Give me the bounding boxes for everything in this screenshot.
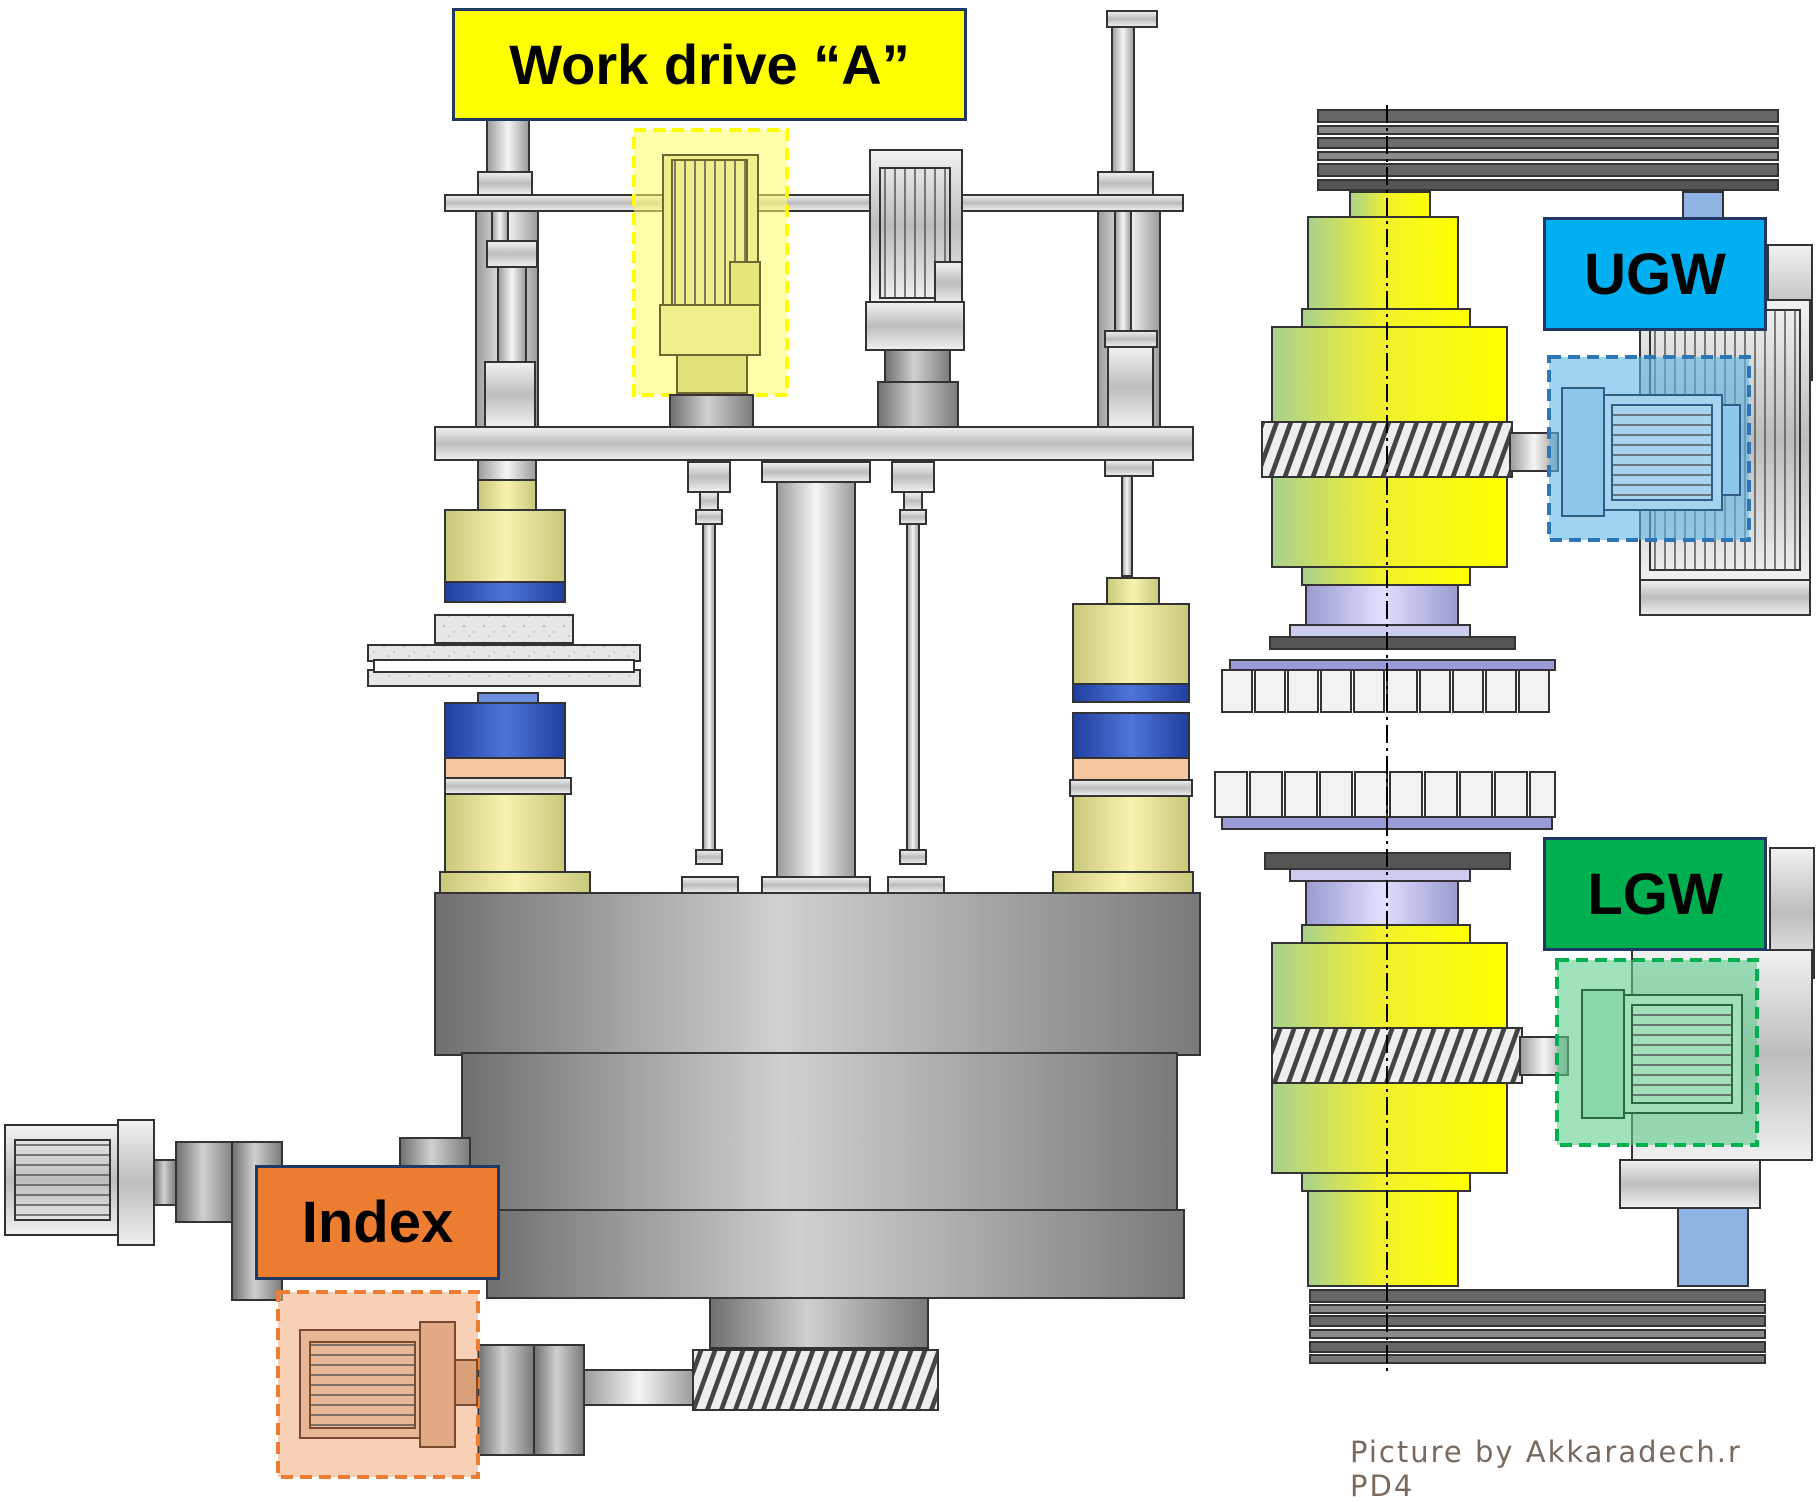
lower-gear-teeth [1214,771,1556,818]
index-label: Index [255,1165,500,1280]
work-drive-a-motor [632,128,789,428]
ugw-motor [1547,355,1751,542]
right-spindle-head [1052,459,1194,894]
work-drive-a-label: Work drive “A” [452,8,967,121]
spindle-motor-grey [865,149,965,428]
upper-gear-teeth [1221,669,1550,713]
index-motor [276,1290,480,1479]
lgw-label: LGW [1543,837,1767,951]
top-frame [434,10,1194,461]
turret-body [434,892,1201,1349]
tie-rods [681,461,945,894]
left-spindle-head [367,459,641,894]
ugw-label: UGW [1543,217,1767,331]
lgw-motor [1555,958,1759,1147]
picture-credit: Picture by Akkaradech.r PD4 [1350,1435,1742,1503]
central-column [761,461,871,894]
index-drive [4,1119,939,1456]
